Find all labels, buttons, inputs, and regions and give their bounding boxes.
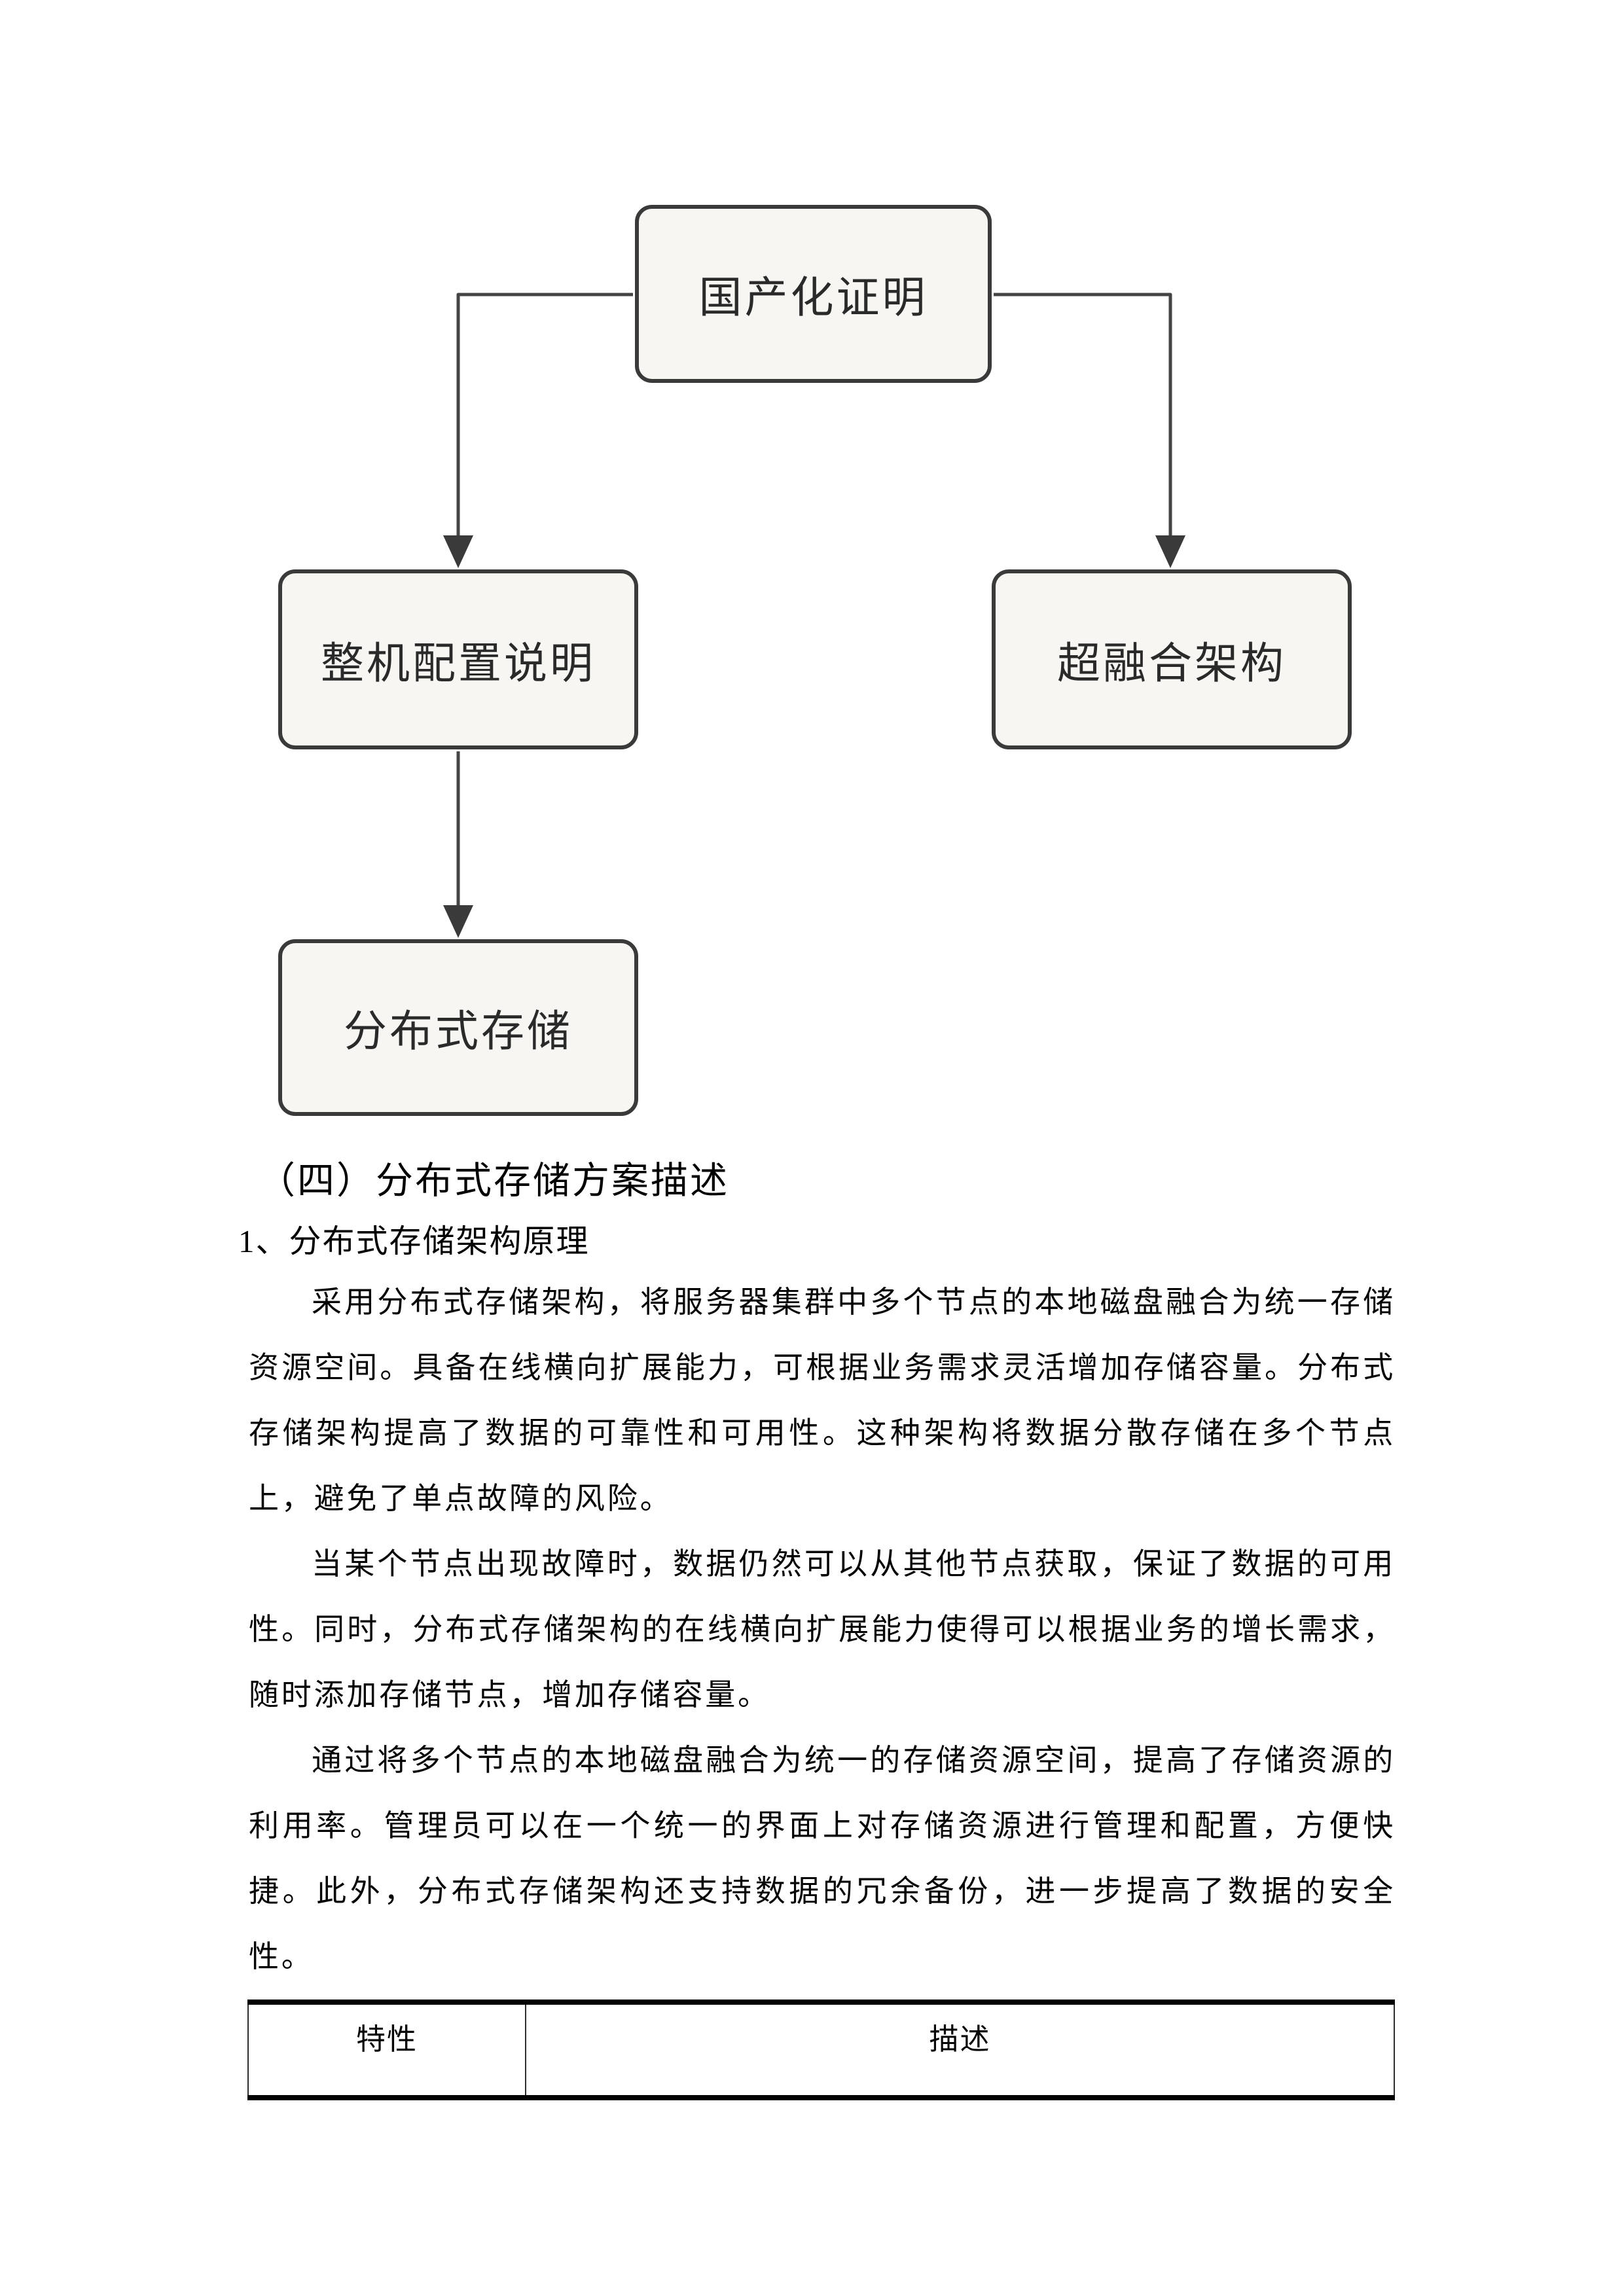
flowchart-node-root: 国产化证明 (635, 205, 992, 383)
connector-root-to-right (994, 293, 1172, 537)
connector-root-to-left (456, 293, 633, 537)
flowchart-node-machine-config: 整机配置说明 (278, 569, 638, 749)
arrowhead-down-icon (1155, 535, 1185, 568)
paragraph: 当某个节点出现故障时，数据仍然可以从其他节点获取，保证了数据的可用性。同时，分布… (249, 1547, 1396, 1712)
flowchart-connectors (443, 293, 1185, 938)
body-text-block: 采用分布式存储架构，将服务器集群中多个节点的本地磁盘融合为统一存储资源空间。具备… (249, 1270, 1396, 1990)
flowchart-node-label: 分布式存储 (344, 1008, 573, 1056)
section-heading: （四）分布式存储方案描述 (258, 1160, 729, 1202)
flowchart-node-label: 整机配置说明 (321, 639, 596, 688)
table-header-description: 描述 (525, 2002, 1394, 2098)
paragraph: 通过将多个节点的本地磁盘融合为统一的存储资源空间，提高了存储资源的利用率。管理员… (249, 1744, 1396, 1973)
arrowhead-down-icon (443, 535, 473, 568)
flowchart-diagram: 国产化证明 整机配置说明 超融合架构 分布式存储 (278, 205, 1352, 1116)
flowchart-node-hyperconverged: 超融合架构 (992, 569, 1352, 749)
flowchart-node-distributed-storage: 分布式存储 (278, 939, 638, 1116)
table-header-row: 特性 描述 (248, 2002, 1394, 2098)
flowchart-node-label: 国产化证明 (698, 274, 928, 322)
arrowhead-down-icon (443, 905, 473, 938)
table-header-feature: 特性 (355, 2023, 418, 2056)
section-subheading: 1、分布式存储架构原理 (238, 1223, 590, 1259)
feature-table: 特性 描述 (247, 2000, 1395, 2100)
flowchart-node-label: 超融合架构 (1057, 639, 1286, 688)
paragraph: 采用分布式存储架构，将服务器集群中多个节点的本地磁盘融合为统一存储资源空间。具备… (249, 1285, 1396, 1515)
